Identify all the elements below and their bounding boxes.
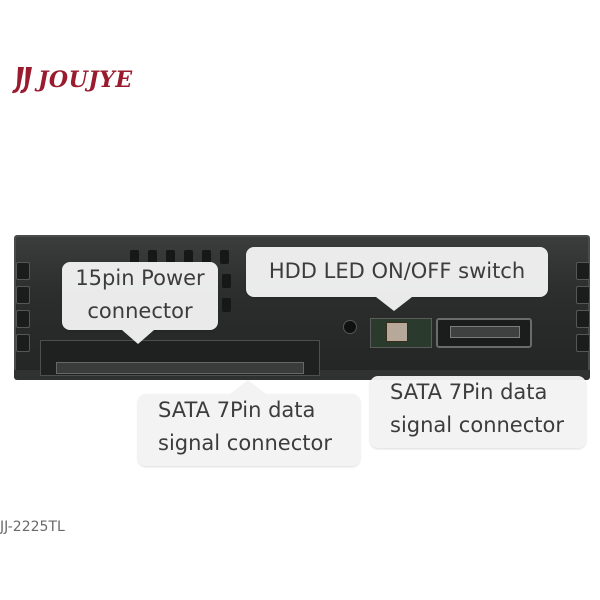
side-tab bbox=[576, 286, 590, 304]
jj-logo-mark-icon bbox=[12, 67, 32, 94]
callout-line: 15pin Power bbox=[75, 266, 205, 290]
hdd-led-switch-callout: HDD LED ON/OFF switch bbox=[246, 247, 548, 311]
side-tab bbox=[16, 310, 30, 328]
callout-line: connector bbox=[87, 299, 193, 323]
side-tab bbox=[16, 286, 30, 304]
vent-slot bbox=[220, 250, 229, 264]
vent-slot bbox=[166, 250, 175, 264]
side-tab bbox=[576, 334, 590, 352]
callout-line: SATA 7Pin data bbox=[158, 398, 316, 422]
side-tab bbox=[576, 310, 590, 328]
side-tab bbox=[16, 334, 30, 352]
vent-slot bbox=[222, 298, 231, 312]
sata-right-callout: SATA 7Pin data signal connector bbox=[370, 376, 586, 448]
sata-data-port-inner bbox=[450, 326, 520, 338]
power-connector-callout: 15pin Power connector bbox=[62, 262, 218, 344]
power-connector-slot bbox=[56, 362, 304, 374]
callout-line: signal connector bbox=[390, 413, 564, 437]
side-tab bbox=[576, 262, 590, 280]
side-tab bbox=[16, 262, 30, 280]
callout-line: signal connector bbox=[158, 431, 332, 455]
led-indicator-icon bbox=[343, 320, 357, 334]
sata-left-callout: SATA 7Pin data signal connector bbox=[138, 380, 360, 466]
callout-line: SATA 7Pin data bbox=[390, 380, 548, 404]
vent-slot bbox=[202, 250, 211, 264]
vent-slot bbox=[184, 250, 193, 264]
brand-name: JOUJYE bbox=[38, 67, 133, 93]
vent-slot bbox=[148, 250, 157, 264]
model-number: JJ-2225TL bbox=[0, 519, 65, 535]
vent-slot bbox=[222, 274, 231, 288]
hdd-led-switch-toggle bbox=[386, 322, 408, 342]
brand-logo: JOUJYE bbox=[10, 62, 133, 98]
vent-slot bbox=[130, 250, 139, 264]
